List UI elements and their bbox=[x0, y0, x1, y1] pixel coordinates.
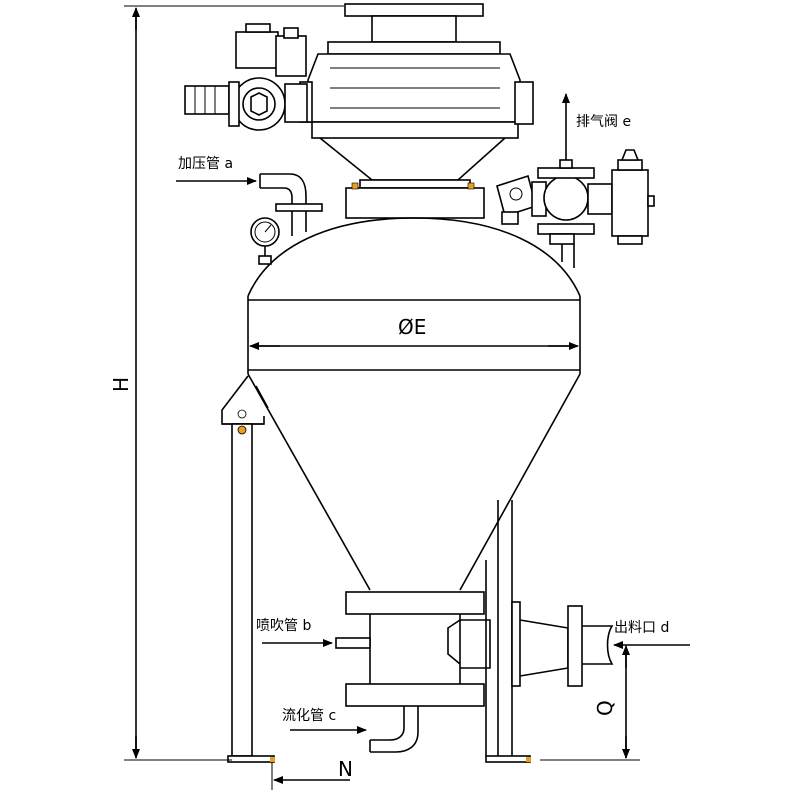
height-dimension-line bbox=[124, 5, 344, 761]
blow-pipe-label: 喷吹管 b bbox=[256, 618, 311, 634]
outlet-height-dimension-label: Q bbox=[593, 700, 617, 716]
inlet-cone bbox=[319, 137, 506, 219]
blow-pipe bbox=[335, 637, 371, 649]
bottom-flanges bbox=[345, 591, 485, 707]
valve-actuator bbox=[184, 23, 308, 131]
offset-n-dimension-line bbox=[271, 762, 350, 790]
top-inlet-flange bbox=[344, 3, 484, 43]
right-support-leg bbox=[485, 500, 531, 763]
pressurize-pipe bbox=[259, 173, 323, 236]
fluidize-pipe-label: 流化管 c bbox=[282, 708, 336, 724]
discharge-outlet bbox=[447, 601, 614, 687]
pressure-gauge bbox=[250, 217, 280, 265]
exhaust-valve bbox=[496, 149, 655, 268]
discharge-label: 出料口 d bbox=[614, 620, 669, 636]
fluidize-pipe bbox=[369, 706, 419, 753]
height-dimension-label: H bbox=[109, 377, 133, 392]
outlet-height-dimension-line bbox=[540, 645, 640, 761]
diameter-dimension-label: ØE bbox=[398, 315, 426, 339]
pressurize-pipe-label: 加压管 a bbox=[178, 156, 233, 172]
vessel-body bbox=[247, 217, 581, 591]
left-support-leg bbox=[221, 375, 275, 763]
offset-n-dimension-label: N bbox=[338, 757, 353, 781]
feed-valve-body bbox=[299, 41, 534, 139]
exhaust-valve-label: 排气阀 e bbox=[576, 114, 631, 130]
